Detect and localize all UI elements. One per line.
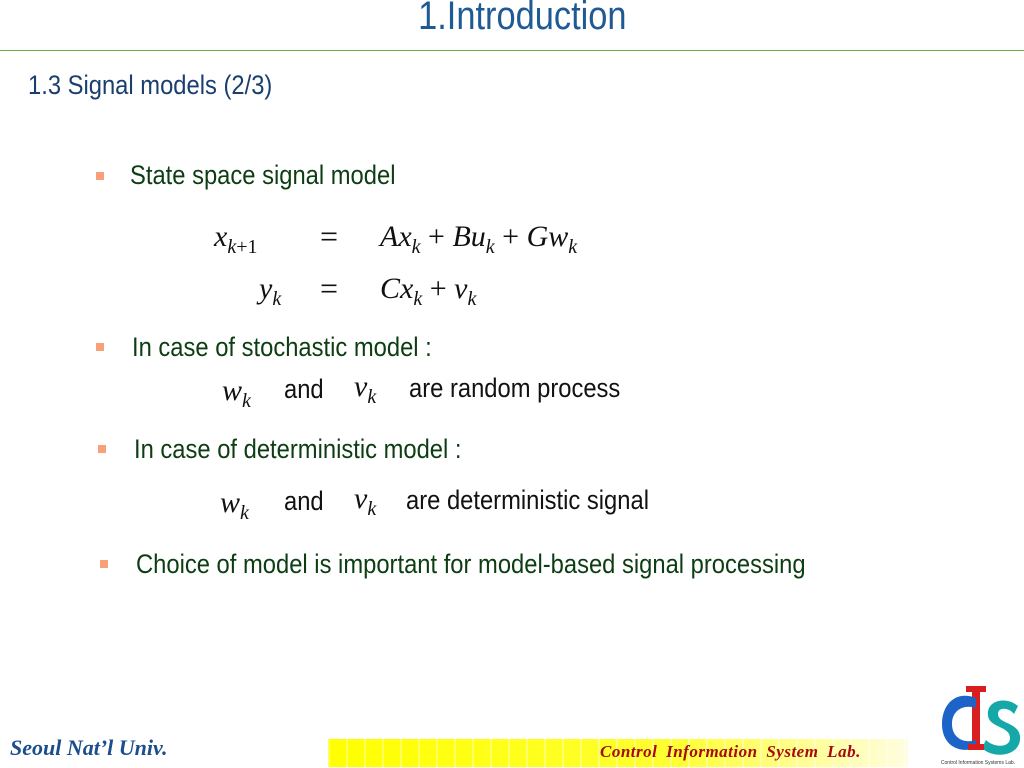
- footer-bar-stripes: [328, 739, 908, 767]
- bullet-marker-icon: [96, 343, 104, 351]
- connector-and: and: [284, 374, 324, 404]
- bullet-marker-icon: [98, 445, 106, 453]
- cis-logo-icon: Control Information Systems Lab.: [941, 686, 1021, 766]
- math-v-k: vk: [354, 482, 377, 520]
- description-text: are random process: [409, 373, 621, 403]
- description-text: are deterministic signal: [406, 485, 649, 515]
- title-divider: [0, 50, 1024, 51]
- equals-sign-2: =: [320, 270, 339, 306]
- logo-caption: Control Information Systems Lab.: [941, 760, 1015, 766]
- equation-rhs-1: Axk + Buk + Gwk: [380, 220, 578, 258]
- equation-lhs-2: yk: [259, 272, 282, 310]
- equation-rhs-2: Cxk + vk: [380, 272, 477, 310]
- university-name: Seoul Nat’l Univ.: [10, 735, 168, 760]
- bullet-marker-icon: [100, 560, 108, 568]
- bullet-text: Choice of model is important for model-b…: [136, 549, 806, 579]
- bullet-text: State space signal model: [130, 160, 396, 190]
- math-w-k: wk: [220, 486, 249, 524]
- connector-and: and: [284, 486, 324, 516]
- lab-name: Control Information System Lab.: [600, 742, 861, 761]
- slide-title: 1.Introduction: [418, 0, 627, 38]
- bullet-text: In case of deterministic model :: [134, 434, 462, 464]
- math-v-k: vk: [354, 370, 377, 408]
- bullet-marker-icon: [96, 172, 104, 180]
- math-w-k: wk: [222, 374, 251, 412]
- bullet-text: In case of stochastic model :: [132, 332, 432, 362]
- section-subtitle: 1.3 Signal models (2/3): [28, 70, 273, 100]
- footer-bar: [328, 739, 908, 767]
- equals-sign-1: =: [320, 218, 339, 254]
- equation-lhs-1: xk+1: [214, 220, 258, 258]
